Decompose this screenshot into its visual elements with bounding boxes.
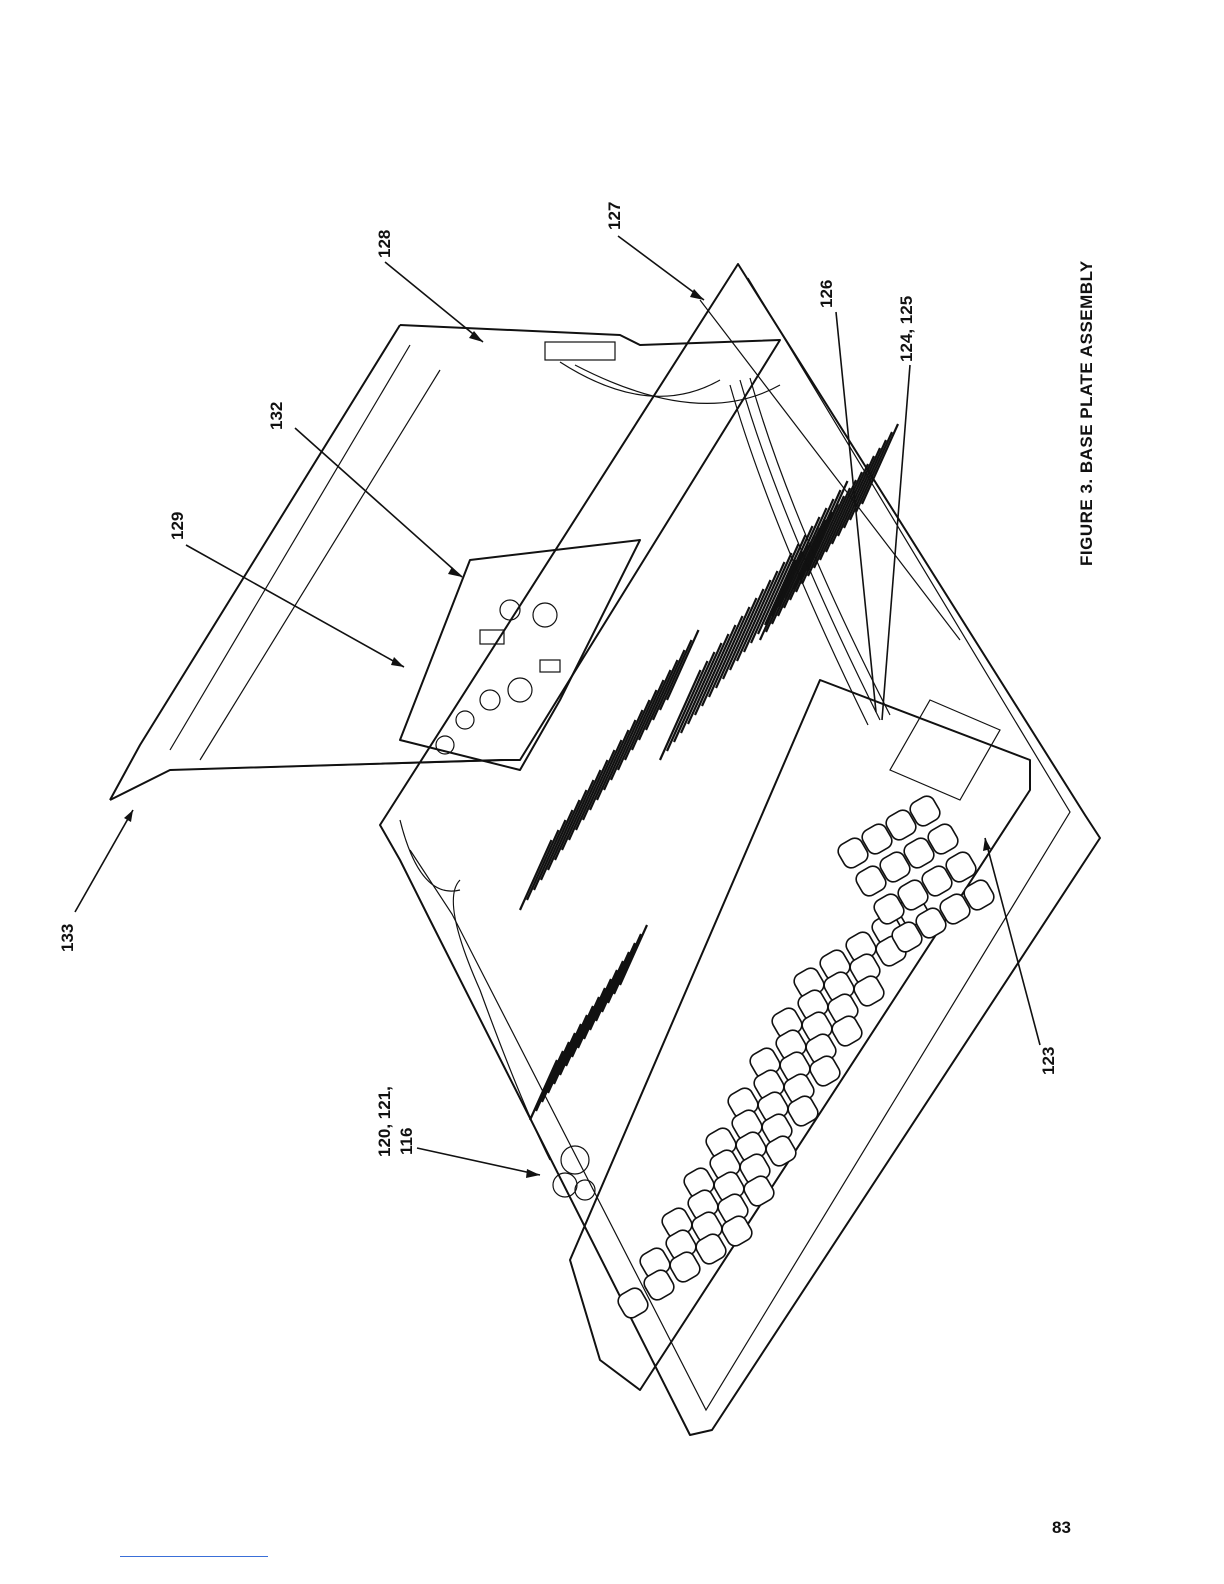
leader-127 [618,236,704,300]
callout-133: 133 [58,924,77,952]
vent-slot [560,1015,587,1075]
vent-slot [555,790,587,860]
vent-slot [548,1033,575,1093]
arrowhead-129 [391,657,404,667]
vent-slot [548,800,580,870]
vent-slot [620,925,647,985]
callout-126: 126 [817,280,836,308]
callout-116: 116 [397,1128,416,1155]
vent-slot [572,997,599,1057]
vent-slot [566,1006,593,1066]
vent-slot [562,780,594,850]
leader-120 [417,1148,540,1175]
vent-slot [527,830,559,900]
leader-128 [385,262,483,342]
callout-129: 129 [168,512,187,540]
vent-slot [542,1042,569,1102]
vent-slot [625,690,657,760]
vent-slot [604,720,636,790]
vent-slot [596,961,623,1021]
vent-slot [554,1024,581,1084]
keyboard [570,680,1030,1390]
vent-slot [584,979,611,1039]
vent-slot [611,710,643,780]
arrowhead-120 [526,1169,540,1178]
arrowhead-133 [124,810,133,822]
vent-slot [569,770,601,840]
callout-leaders [75,236,1040,1178]
vent-slot [608,943,635,1003]
vent-slot [639,670,671,740]
vent-slot [541,810,573,880]
vent-slot [702,616,743,706]
vent-slot [583,750,615,820]
vent-slot [709,607,750,697]
callout-labels: 133 129 132 128 127 126 124, 125 123 120… [58,202,1058,1157]
callout-124-125: 124, 125 [897,296,916,362]
vent-slot [597,730,629,800]
vent-slot [618,700,650,770]
vent-slot [688,634,729,724]
vent-slot [653,650,685,720]
vent-slot [614,934,641,994]
vent-slot [578,988,605,1048]
leader-129 [186,545,404,667]
leader-132 [295,428,462,577]
vent-slot [590,740,622,810]
arrowhead-123 [983,838,991,851]
vent-slot [536,1051,563,1111]
figure-caption: FIGURE 3. BASE PLATE ASSEMBLY [1077,260,1096,566]
vent-slot [602,952,629,1012]
callout-127: 127 [605,202,624,230]
leader-124 [882,365,910,720]
callout-123: 123 [1039,1047,1058,1075]
vent-slot [730,580,771,670]
callout-120-121: 120, 121, [375,1086,394,1157]
vent-slot [716,598,757,688]
vent-slot [534,820,566,890]
arrowhead-132 [448,567,462,577]
leader-133 [75,810,133,912]
vent-slot [723,589,764,679]
callout-132: 132 [267,402,286,430]
callout-128: 128 [375,230,394,258]
vent-slot [520,840,552,910]
vent-slot [632,680,664,750]
vent-slot [646,660,678,730]
vent-slot [695,625,736,715]
footer-rule [120,1556,268,1557]
page-number: 83 [1052,1518,1071,1538]
vent-slot [576,760,608,830]
vent-slot [590,970,617,1030]
